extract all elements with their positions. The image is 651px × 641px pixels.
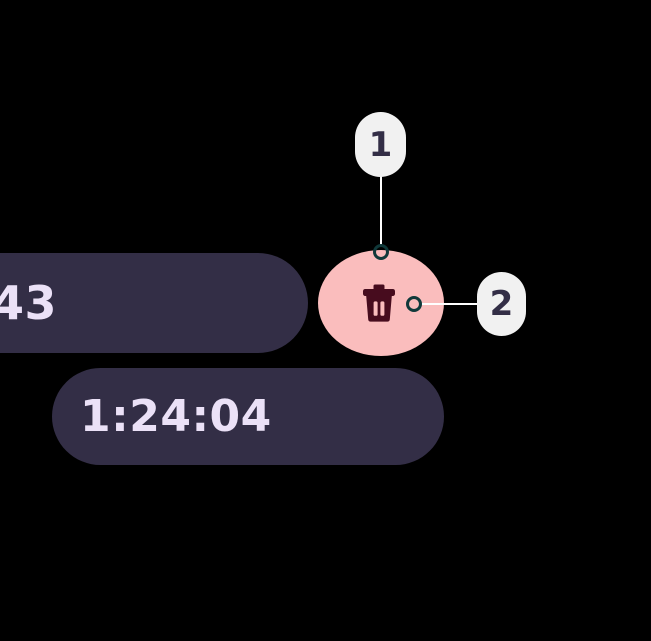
anchor-dot-step-1 <box>373 244 389 260</box>
anchor-dot-step-2 <box>406 296 422 312</box>
connector-line-step-1 <box>380 152 382 247</box>
step-badge-2-label: 2 <box>489 284 514 324</box>
connector-line-step-2 <box>420 303 502 305</box>
trash-icon <box>362 284 396 322</box>
step-badge-1[interactable]: 1 <box>355 112 406 177</box>
step-badge-1-label: 1 <box>368 124 393 165</box>
duration-bar-bottom-label: 1:24:04 <box>80 391 272 442</box>
step-badge-2[interactable]: 2 <box>477 272 526 336</box>
duration-bar-bottom[interactable]: 1:24:04 <box>52 368 444 465</box>
duration-bar-top-label: 43 <box>0 276 58 330</box>
duration-bar-top[interactable]: 43 <box>0 253 308 353</box>
